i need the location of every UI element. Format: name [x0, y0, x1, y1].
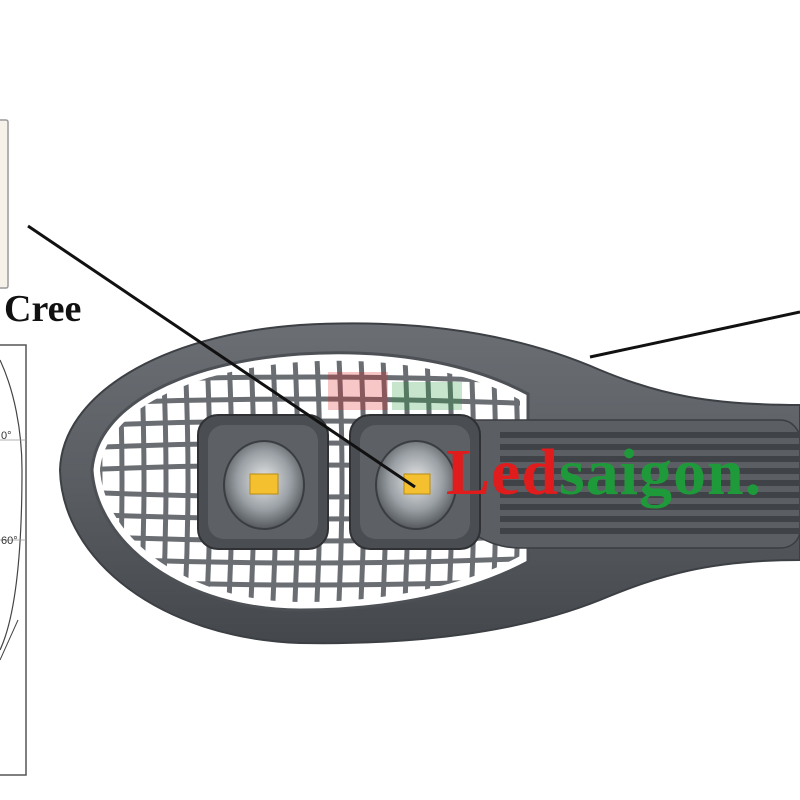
led-chip-left [249, 473, 279, 495]
polar-curve [0, 619, 19, 661]
heatsink-fin [500, 516, 800, 522]
heatsink-arm [469, 419, 800, 549]
watermark-suffix: . [744, 436, 763, 509]
heatsink-fin [500, 468, 800, 474]
heatsink-fin [500, 444, 800, 450]
heatsink-fin [500, 456, 800, 462]
watermark-green-part: saigon [559, 436, 745, 509]
polar-chart-fragment [0, 344, 27, 776]
callout-line-housing [589, 310, 800, 359]
polar-tick-upper: 0° [1, 430, 12, 442]
chip-thumbnail-frame [0, 119, 9, 289]
watermark-red-part: Led [446, 436, 560, 509]
heatsink-fin [500, 432, 800, 438]
polar-chart-frame [0, 344, 27, 776]
led-module-left [197, 414, 329, 550]
background-logo-mark [328, 372, 462, 410]
led-chip-right [403, 473, 431, 495]
callout-line-chip [27, 224, 416, 489]
heatsink-fin [500, 492, 800, 498]
polar-tick-lower: 60° [1, 535, 18, 547]
chip-thumbnail [0, 119, 9, 289]
led-module-right [349, 414, 481, 550]
watermark-text: Ledsaigon. [446, 440, 762, 506]
heatsink-fin [500, 480, 800, 486]
heatsink-fin [500, 504, 800, 510]
chip-brand-label: Cree [4, 288, 82, 330]
polar-arc [0, 359, 23, 651]
heatsink-fin [500, 528, 800, 534]
